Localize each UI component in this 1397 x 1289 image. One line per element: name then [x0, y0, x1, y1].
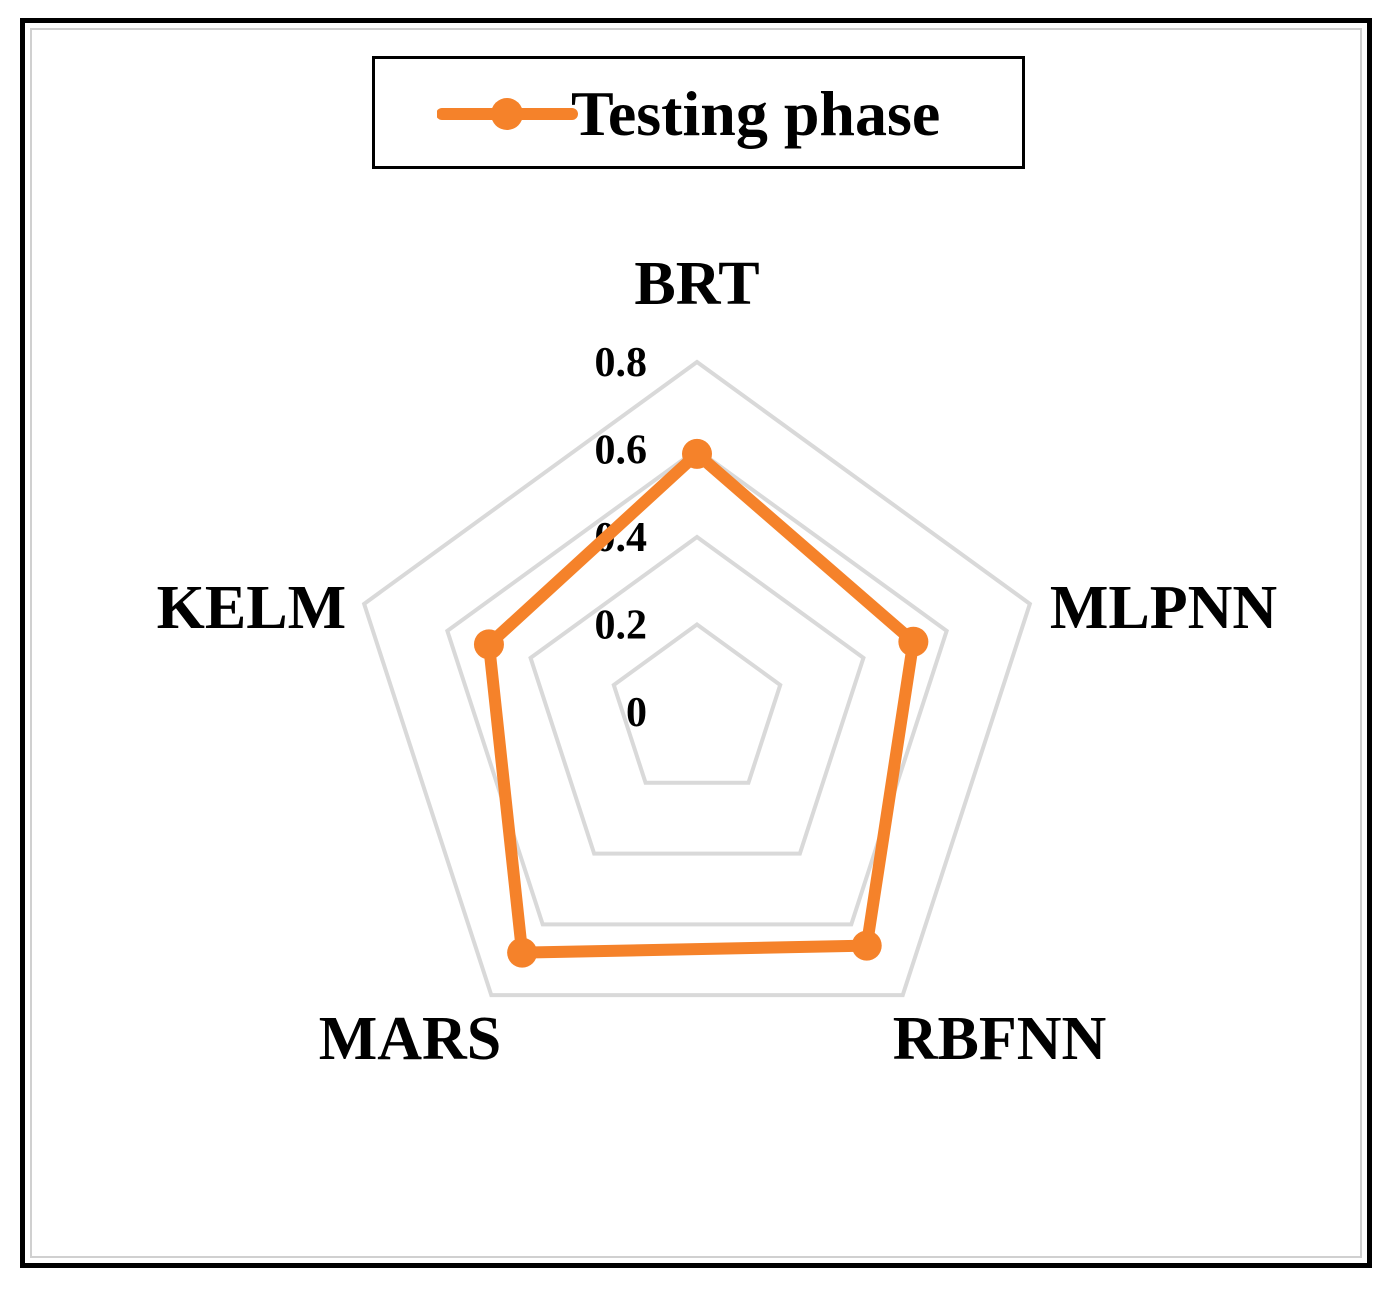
category-labels: BRT MLPNN RBFNN MARS KELM: [157, 250, 1277, 1073]
tick-label-1: 0.2: [595, 603, 648, 649]
category-label-brt: BRT: [634, 250, 759, 318]
legend: Testing phase: [372, 56, 1025, 169]
data-point-rbfnn: [851, 930, 882, 961]
category-label-mlpnn: MLPNN: [1050, 574, 1277, 642]
tick-label-4: 0.8: [595, 340, 648, 386]
data-point-brt: [682, 438, 712, 469]
legend-swatch: [437, 98, 578, 130]
tick-label-0: 0: [626, 690, 647, 736]
data-point-mars: [507, 937, 538, 968]
series-testing-phase: [473, 438, 929, 968]
category-label-rbfnn: RBFNN: [893, 1005, 1107, 1073]
series-line: [482, 447, 920, 959]
plot-area-border: [30, 28, 1362, 1258]
grid-ring-2: [528, 534, 866, 856]
grid-ring-3: [444, 447, 950, 927]
category-label-mars: MARS: [319, 1005, 502, 1073]
category-label-kelm: KELM: [157, 574, 346, 642]
data-point-mlpnn: [898, 626, 929, 657]
grid-ring-1: [611, 622, 783, 785]
legend-label: Testing phase: [571, 78, 941, 149]
data-point-kelm: [473, 629, 504, 660]
tick-label-3: 0.6: [595, 428, 648, 474]
radar-grid: [361, 359, 1033, 998]
grid-ring-4: [361, 359, 1033, 998]
chart-frame: [20, 18, 1372, 1268]
